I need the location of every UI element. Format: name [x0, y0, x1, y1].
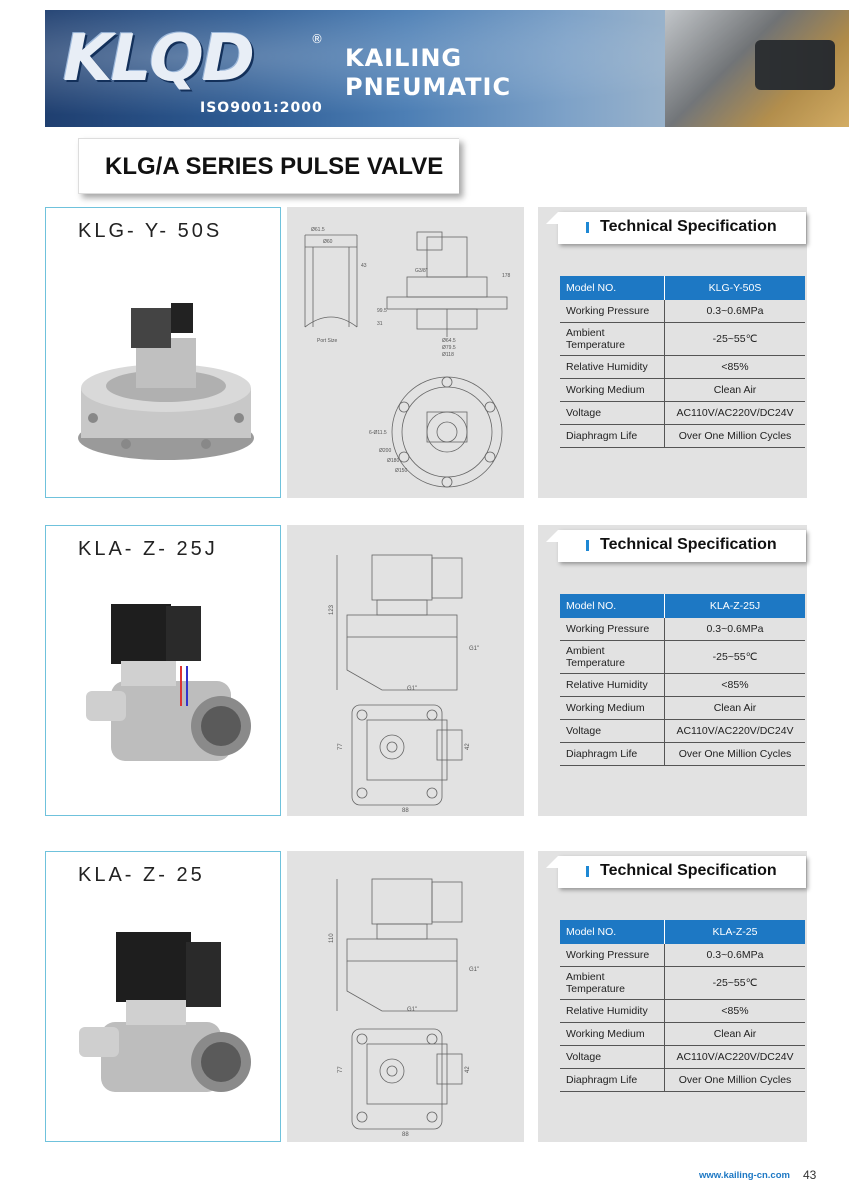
dim-label: 77	[338, 743, 344, 750]
dim-label: Ø200	[379, 448, 391, 454]
banner-valve-photo	[665, 10, 849, 127]
spec-heading: Technical Specification	[546, 212, 806, 244]
spec-panel: Technical Specification Model NO.KLA-Z-2…	[538, 851, 807, 1142]
product-photo-panel: KLG- Y- 50S	[45, 207, 281, 498]
registered-mark: ®	[311, 32, 323, 46]
dim-label: G3/8"	[415, 268, 428, 274]
dimension-drawing: Ø61.5 Ø60 43 Port Size 178 G3/8" 99.5 31…	[287, 207, 524, 498]
model-label: KLG- Y- 50S	[78, 220, 223, 242]
header-banner: KLQD ® ISO9001:2000 KAILING PNEUMATIC	[45, 10, 849, 127]
table-row: Ambient Temperature-25~55℃	[560, 322, 805, 356]
table-row: Model NO.KLG-Y-50S	[560, 276, 805, 300]
spec-panel: Technical Specification Model NO.KLA-Z-2…	[538, 525, 807, 816]
dim-label: Ø64.5	[442, 338, 456, 344]
page-number: 43	[803, 1168, 817, 1182]
dim-label: Ø79.5	[442, 345, 456, 351]
company-logo: KLQD	[63, 22, 255, 96]
dim-label: G1"	[469, 646, 479, 652]
dim-label: Port Size	[317, 338, 338, 344]
dim-label: 88	[402, 808, 409, 814]
dimension-drawing: 123 G1" G1" 77 42 88	[287, 525, 524, 816]
product-photo-panel: KLA- Z- 25	[45, 851, 281, 1142]
valve-photo	[79, 932, 251, 1092]
dim-label: 110	[329, 933, 335, 943]
dim-label: 31	[377, 321, 383, 327]
model-label: KLA- Z- 25J	[78, 538, 218, 560]
dim-label: 42	[465, 1066, 471, 1073]
dimension-drawing: 110 G1" G1" 77 42 88	[287, 851, 524, 1142]
model-label: KLA- Z- 25	[78, 864, 205, 886]
dim-label: G1"	[469, 967, 479, 973]
dim-label: Ø60	[323, 239, 333, 245]
valve-photo	[78, 303, 254, 460]
table-row: Relative Humidity<85%	[560, 673, 805, 697]
dim-label: Ø180	[387, 458, 399, 464]
product-section-2: KLA- Z- 25J	[0, 525, 850, 825]
page-title-box: KLG/A SERIES PULSE VALVE	[78, 138, 459, 194]
valve-photo	[86, 604, 251, 761]
product-section-3: KLA- Z- 25 110	[0, 851, 850, 1151]
table-row: Model NO.KLA-Z-25J	[560, 594, 805, 618]
dim-label: 99.5	[377, 308, 387, 314]
footer-website-link[interactable]: www.kailing-cn.com	[699, 1170, 790, 1181]
brand-name: KAILING PNEUMATIC	[345, 44, 512, 101]
table-row: Relative Humidity<85%	[560, 355, 805, 379]
table-row: Ambient Temperature-25~55℃	[560, 966, 805, 1000]
page-title: KLG/A SERIES PULSE VALVE	[105, 153, 444, 180]
dim-label: G1"	[407, 686, 417, 692]
spec-heading: Technical Specification	[546, 856, 806, 888]
table-row: Relative Humidity<85%	[560, 999, 805, 1023]
dim-label: 88	[402, 1132, 409, 1138]
spec-heading: Technical Specification	[546, 530, 806, 562]
dim-label: G1"	[407, 1007, 417, 1013]
spec-panel: Technical Specification Model NO.KLG-Y-5…	[538, 207, 807, 498]
dim-label: 43	[361, 263, 367, 269]
table-row: Model NO.KLA-Z-25	[560, 920, 805, 944]
iso-certification: ISO9001:2000	[200, 100, 323, 116]
table-row: Ambient Temperature-25~55℃	[560, 640, 805, 674]
dim-label: Ø150	[395, 468, 407, 474]
dim-label: 42	[465, 743, 471, 750]
product-section-1: KLG- Y- 50S	[0, 207, 850, 507]
dim-label: 123	[329, 604, 335, 615]
dim-label: Ø118	[442, 352, 454, 358]
product-photo-panel: KLA- Z- 25J	[45, 525, 281, 816]
dim-label: 178	[502, 273, 511, 279]
dim-label: 6-Ø11.5	[369, 430, 387, 436]
dim-label: Ø61.5	[311, 227, 325, 233]
dim-label: 77	[338, 1066, 344, 1073]
